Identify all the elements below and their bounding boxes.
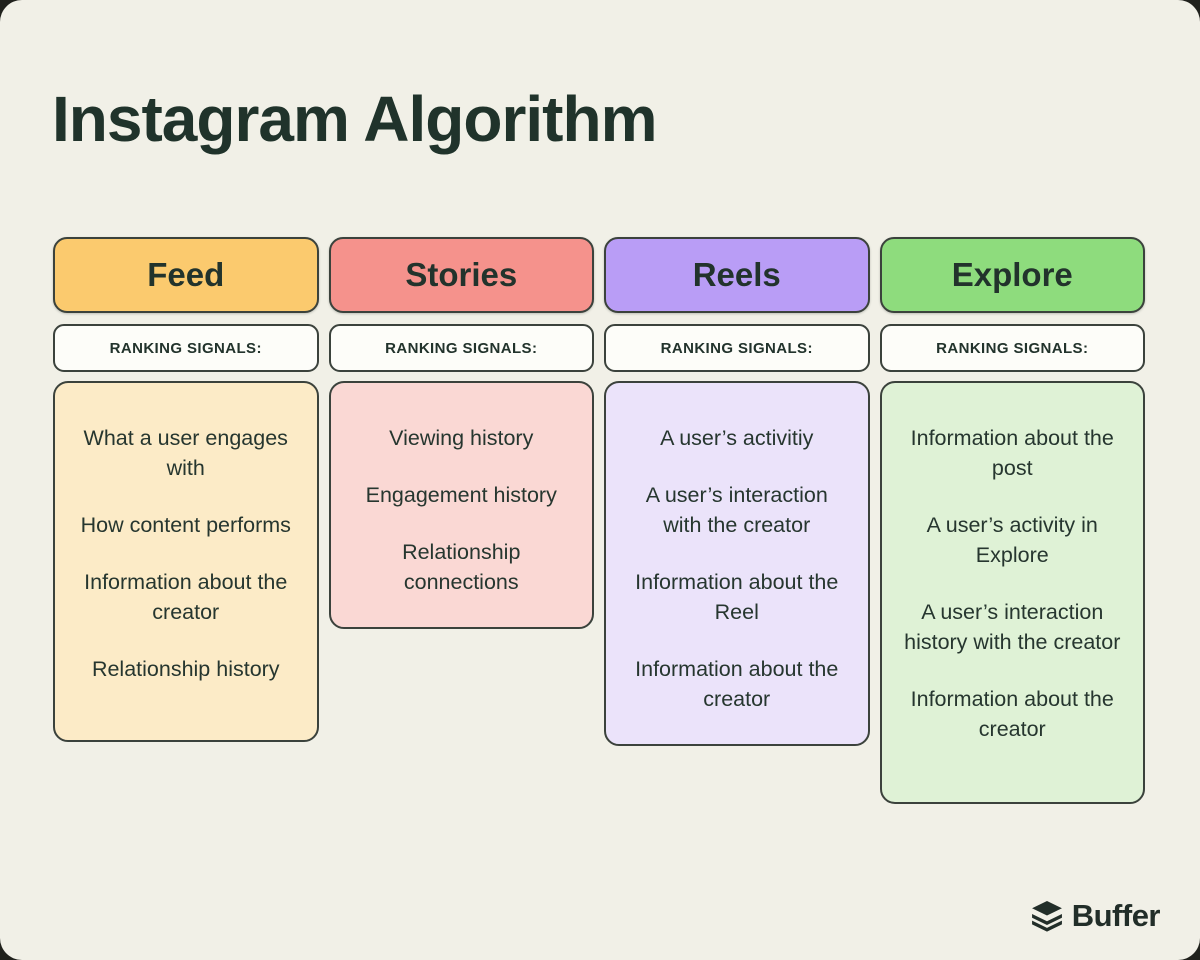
page-title: Instagram Algorithm (52, 83, 657, 155)
buffer-wordmark: Buffer (1071, 898, 1161, 933)
ranking-signals-list-reels: A user’s activitiy A user’s interaction w… (604, 381, 870, 746)
signal-item: Information about the creator (635, 657, 839, 711)
signal-item: What a user engages with (83, 426, 288, 480)
column-feed: Feed RANKING SIGNALS: What a user engage… (53, 237, 319, 742)
ranking-signals-badge: RANKING SIGNALS: (53, 324, 319, 372)
signal-item: Information about the Reel (635, 570, 839, 624)
column-header-label: Stories (405, 256, 518, 293)
signal-item: Information about the creator (910, 687, 1114, 741)
ranking-signals-badge: RANKING SIGNALS: (879, 324, 1145, 372)
ranking-signals-list-explore: Information about the post A user’s activ… (879, 381, 1145, 804)
column-explore: Explore RANKING SIGNALS: Information abo… (879, 237, 1145, 804)
signal-item: Engagement history (365, 483, 557, 507)
signal-item: Information about the post (910, 426, 1114, 480)
columns-grid: Feed RANKING SIGNALS: What a user engage… (53, 237, 1145, 804)
column-header-reels: Reels (604, 237, 870, 313)
signal-item: Relationship connections (402, 540, 521, 594)
column-header-stories: Stories (328, 237, 594, 313)
signal-item: A user’s interaction history with the cr… (904, 600, 1121, 654)
column-reels: Reels RANKING SIGNALS: A user’s activiti… (604, 237, 870, 746)
signal-item: A user’s interaction with the creator (645, 483, 828, 537)
ranking-signals-label: RANKING SIGNALS: (660, 339, 813, 357)
column-header-feed: Feed (53, 237, 319, 313)
column-header-explore: Explore (879, 237, 1145, 313)
ranking-signals-badge: RANKING SIGNALS: (604, 324, 870, 372)
buffer-logo: Buffer (1031, 898, 1161, 934)
ranking-signals-label: RANKING SIGNALS: (936, 339, 1089, 357)
column-header-label: Reels (692, 256, 781, 293)
signal-item: A user’s activity in Explore (926, 513, 1098, 567)
signal-item: Information about the creator (84, 570, 288, 624)
ranking-signals-label: RANKING SIGNALS: (385, 339, 538, 357)
signal-item: Viewing history (389, 426, 534, 450)
signal-item: A user’s activitiy (660, 426, 814, 450)
signal-item: Relationship history (91, 657, 280, 681)
ranking-signals-label: RANKING SIGNALS: (109, 339, 262, 357)
signal-item: How content performs (80, 513, 291, 537)
column-header-label: Feed (147, 256, 225, 293)
column-header-label: Explore (951, 256, 1073, 293)
column-stories: Stories RANKING SIGNALS: Viewing history… (328, 237, 594, 629)
ranking-signals-badge: RANKING SIGNALS: (328, 324, 594, 372)
buffer-stacked-layers-icon (1031, 900, 1062, 932)
